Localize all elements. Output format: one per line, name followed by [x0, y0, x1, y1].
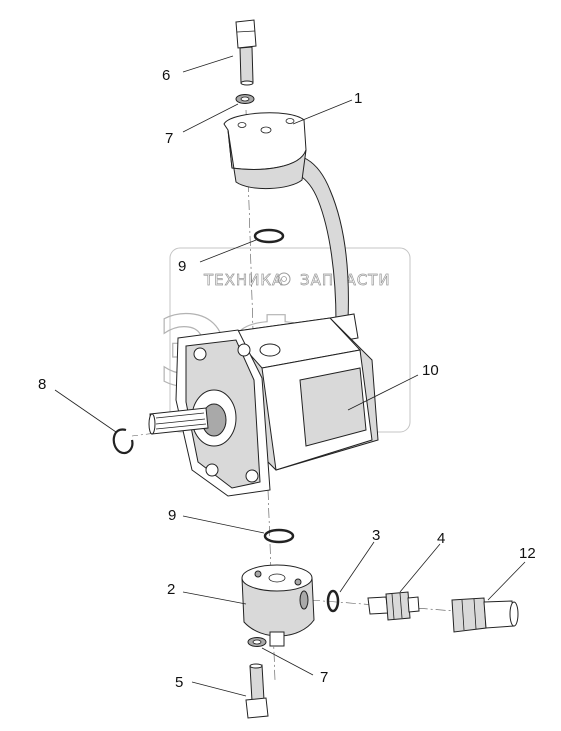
callout-1: 1 — [354, 90, 362, 107]
washer-bottom — [247, 637, 267, 647]
callout-12: 12 — [519, 545, 536, 562]
retaining-ring — [112, 428, 134, 455]
callout-7-bottom: 7 — [320, 669, 328, 686]
gear-icon — [277, 272, 291, 286]
suction-pipe — [223, 112, 359, 343]
o-ring-top — [253, 228, 285, 244]
pressure-flange — [241, 564, 315, 647]
callout-4: 4 — [437, 530, 445, 547]
bolt-top — [235, 19, 257, 86]
washer-top — [235, 94, 255, 104]
callout-6: 6 — [162, 67, 170, 84]
callout-9: 9 — [168, 507, 176, 524]
callout-labels: 6 7 1 9 8 10 9 3 4 12 2 7 5 — [38, 67, 536, 691]
bolt-bottom — [245, 663, 269, 719]
watermark-text-left: ТЕХНИКА — [203, 271, 283, 289]
leader-lines — [54, 55, 526, 697]
callout-8: 8 — [38, 376, 46, 393]
callout-10: 9 — [178, 258, 186, 275]
hose-nut — [451, 597, 519, 633]
callout-3: 3 — [372, 527, 380, 544]
callout-2: 2 — [167, 581, 175, 598]
callout-11: 10 — [422, 362, 439, 379]
callout-5: 5 — [175, 674, 183, 691]
sealing-ring — [326, 589, 340, 613]
o-ring-bottom — [263, 528, 295, 544]
adapter-fitting — [367, 591, 420, 621]
callout-7-top: 7 — [165, 130, 173, 147]
gear-pump — [148, 317, 379, 497]
